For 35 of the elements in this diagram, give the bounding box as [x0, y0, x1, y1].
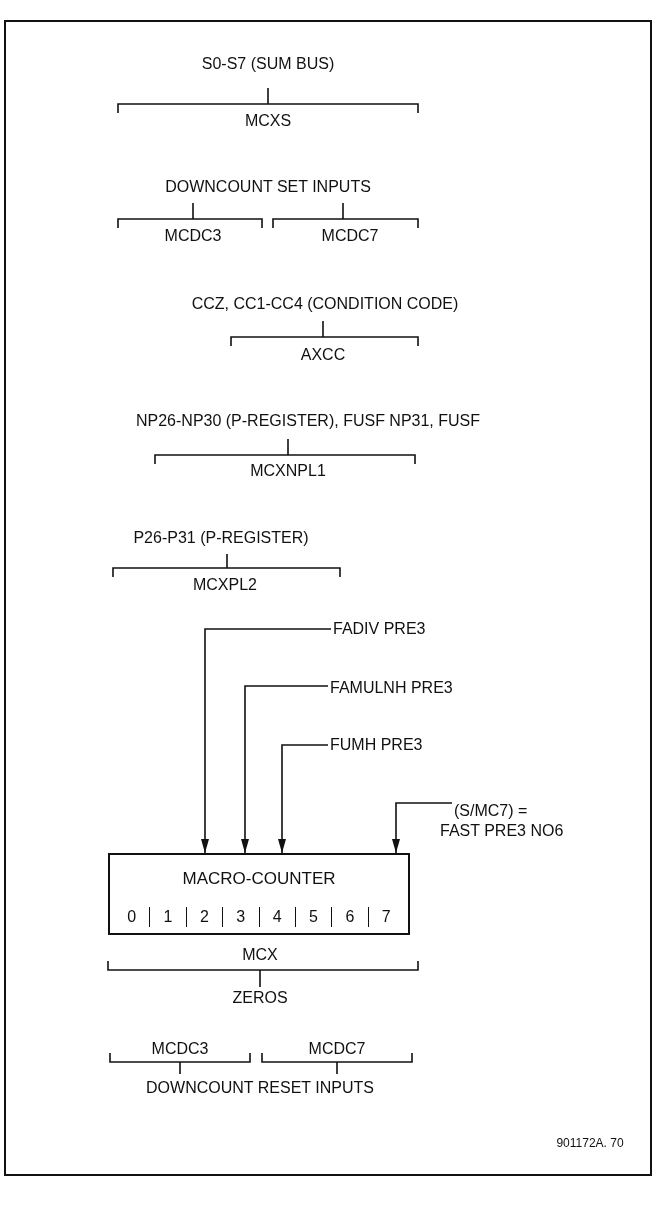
figure-number: 901172A. 70 [556, 1135, 624, 1152]
bit-number: 7 [367, 907, 404, 927]
signal-name: MCXNPL1 [250, 462, 326, 480]
signal-name: MCDC3 [151, 1040, 209, 1058]
signal-name: MCDC7 [308, 1040, 366, 1058]
bit-number: 1 [149, 907, 186, 927]
arrow [241, 685, 329, 854]
signal-name: P26-P31 (P-REGISTER) [133, 529, 309, 547]
group-caption: DOWNCOUNT SET INPUTS [165, 178, 371, 196]
signal-name: FAMULNH PRE3 [330, 678, 453, 698]
counter-box [108, 853, 410, 935]
signal-name: S0-S7 (SUM BUS) [201, 55, 335, 73]
signal-name: NP26-NP30 (P-REGISTER), FUSF NP31, FUSF [135, 412, 481, 430]
signal-name: (S/MC7) = FAST PRE3 NO6 [440, 801, 564, 841]
bit-number: 3 [222, 907, 259, 927]
bit-number: 5 [294, 907, 332, 927]
signal-name: AXCC [300, 346, 346, 364]
signal-name: MCDC7 [321, 227, 379, 245]
box-title: MACRO-COUNTER [182, 869, 336, 889]
arrow [278, 744, 329, 854]
signal-name: FUMH PRE3 [330, 735, 423, 755]
signal-name: MCDC3 [164, 227, 222, 245]
arrow [201, 628, 332, 854]
group-caption: DOWNCOUNT RESET INPUTS [146, 1079, 374, 1097]
signal-name: MCXPL2 [193, 576, 257, 594]
arrow [392, 802, 453, 854]
bit-number: 6 [331, 907, 368, 927]
signal-name: CCZ, CC1-CC4 (CONDITION CODE) [191, 295, 459, 313]
signal-name: ZEROS [232, 989, 288, 1007]
signal-name: MCXS [244, 112, 292, 130]
bit-number: 2 [185, 907, 223, 927]
bit-number: 0 [126, 907, 138, 927]
bit-number: 4 [258, 907, 295, 927]
signal-name: MCX [242, 946, 278, 964]
signal-name: FADIV PRE3 [333, 619, 426, 639]
